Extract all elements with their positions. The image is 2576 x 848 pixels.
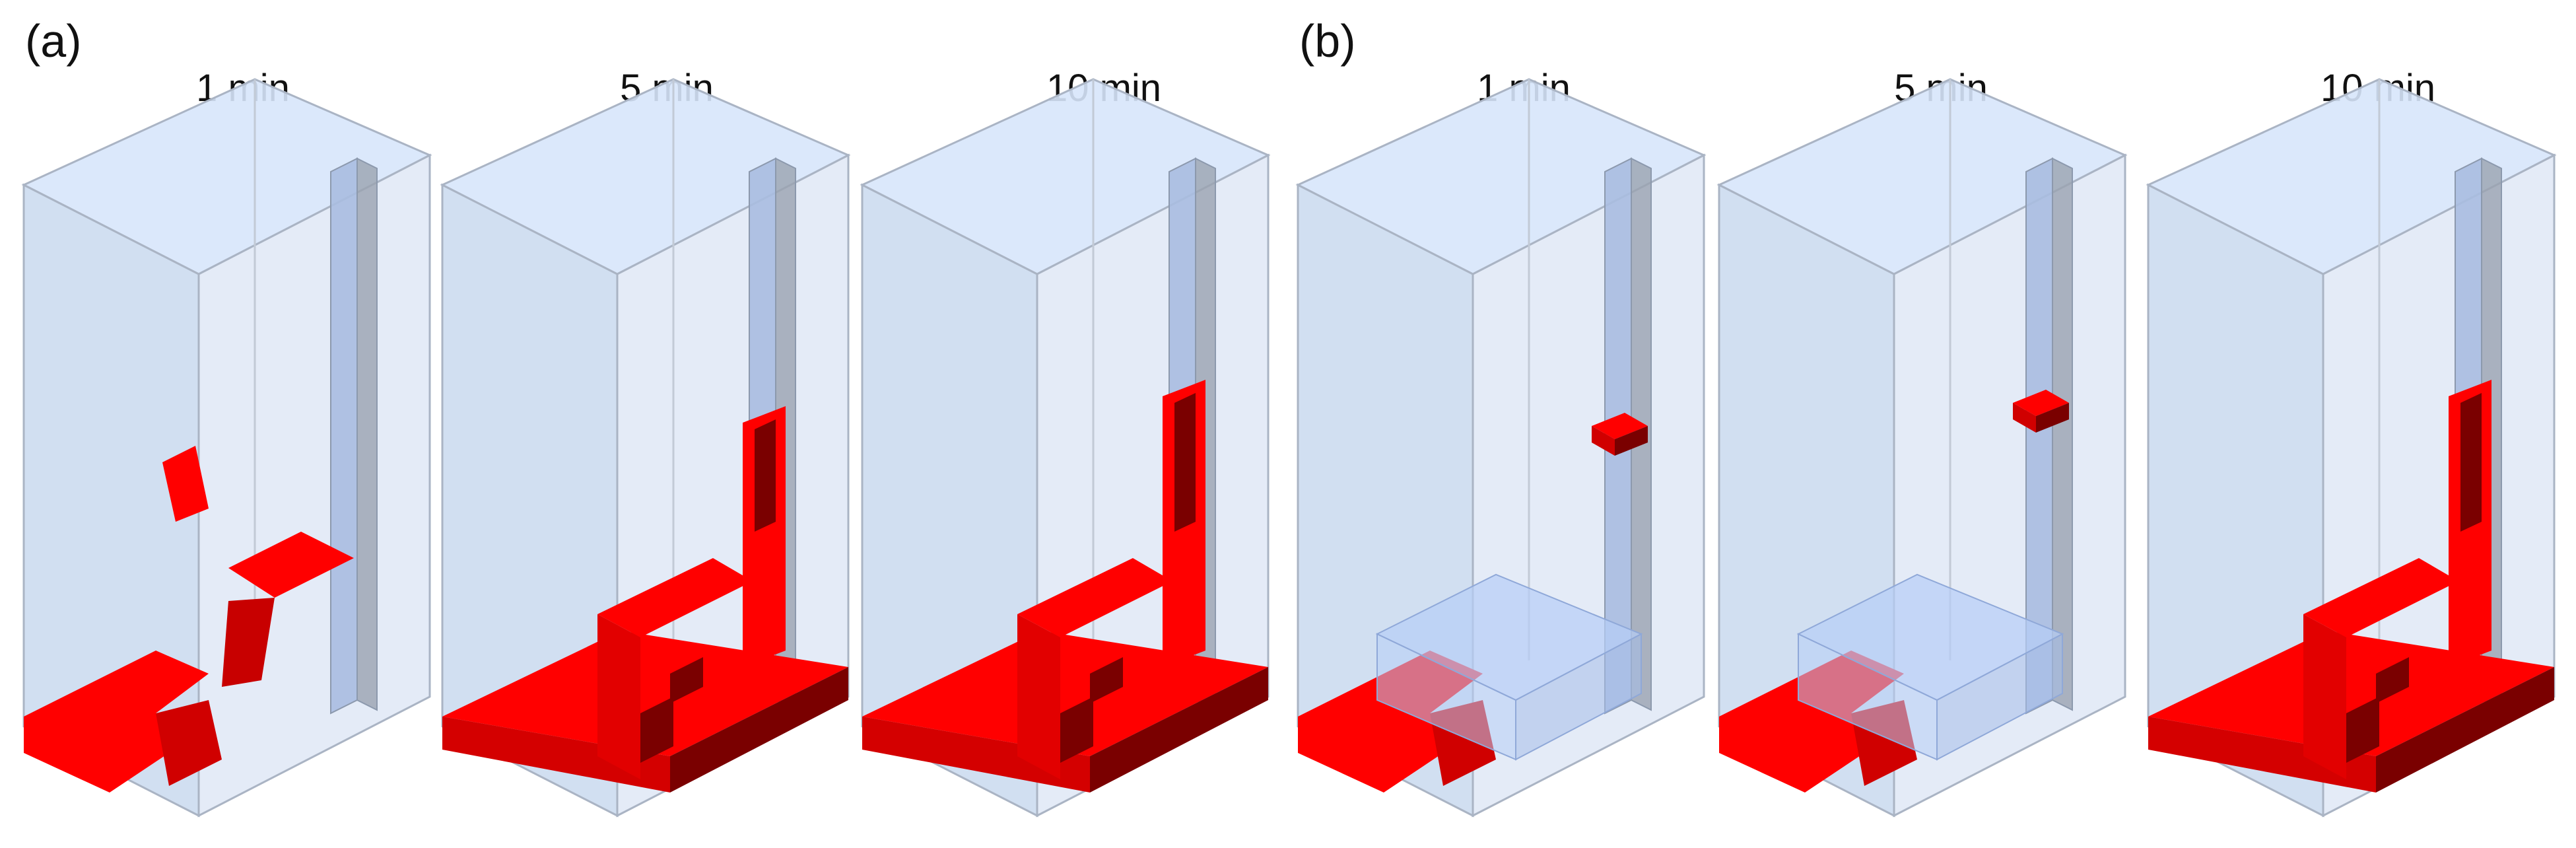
fire-fragment-side xyxy=(1615,426,1648,456)
room-model-3 xyxy=(860,78,1271,818)
fire-floor-front xyxy=(442,717,670,793)
opening-1 xyxy=(1060,697,1093,763)
fire-column-shade xyxy=(755,419,776,532)
fire-block-top xyxy=(2303,558,2458,637)
fire-fragment-top xyxy=(2013,390,2069,416)
fire-debris-2 xyxy=(162,446,209,522)
fire-block-top xyxy=(597,558,753,637)
panel-label-b: (b) xyxy=(1299,15,1356,67)
fire-floor-side xyxy=(1090,667,1268,793)
fire-fragment-side xyxy=(2036,403,2069,433)
vertical-shaft xyxy=(330,157,358,715)
fire-debris-1 xyxy=(228,532,354,598)
fire-floor-side xyxy=(2376,667,2554,793)
fire-block-top xyxy=(1017,558,1172,637)
fire-floor-front xyxy=(2148,717,2376,793)
opening-2 xyxy=(1090,657,1123,703)
fire-column-shade xyxy=(1174,393,1196,532)
shaft-side xyxy=(2052,157,2073,711)
fire-debris-3 xyxy=(222,598,275,687)
fire-spread-front xyxy=(156,700,222,786)
fire-block-front xyxy=(2303,614,2346,779)
fire-block-front xyxy=(597,614,640,779)
room-model-1 xyxy=(21,78,432,818)
opening-2 xyxy=(2376,657,2409,703)
fire-fragment-front xyxy=(2013,403,2036,433)
room-model-2 xyxy=(440,78,851,818)
fire-fragment-top xyxy=(1592,413,1648,439)
fire-floor-side xyxy=(670,667,848,793)
smoke-layer-side xyxy=(1936,633,2063,761)
smoke-layer-side xyxy=(1515,633,1642,761)
room-model-6 xyxy=(2146,78,2557,818)
opening-1 xyxy=(2346,697,2379,763)
fire-fragment-front xyxy=(1592,426,1615,456)
fire-column-shade xyxy=(2460,393,2482,532)
room-model-5 xyxy=(1716,78,2128,818)
opening-1 xyxy=(640,697,673,763)
room-model-4 xyxy=(1295,78,1707,818)
panel-label-a: (a) xyxy=(25,15,82,67)
fire-floor-partial xyxy=(24,651,209,793)
fire-block-front xyxy=(1017,614,1060,779)
opening-2 xyxy=(670,657,703,703)
fire-floor-front xyxy=(862,717,1090,793)
shaft-side xyxy=(356,157,378,711)
